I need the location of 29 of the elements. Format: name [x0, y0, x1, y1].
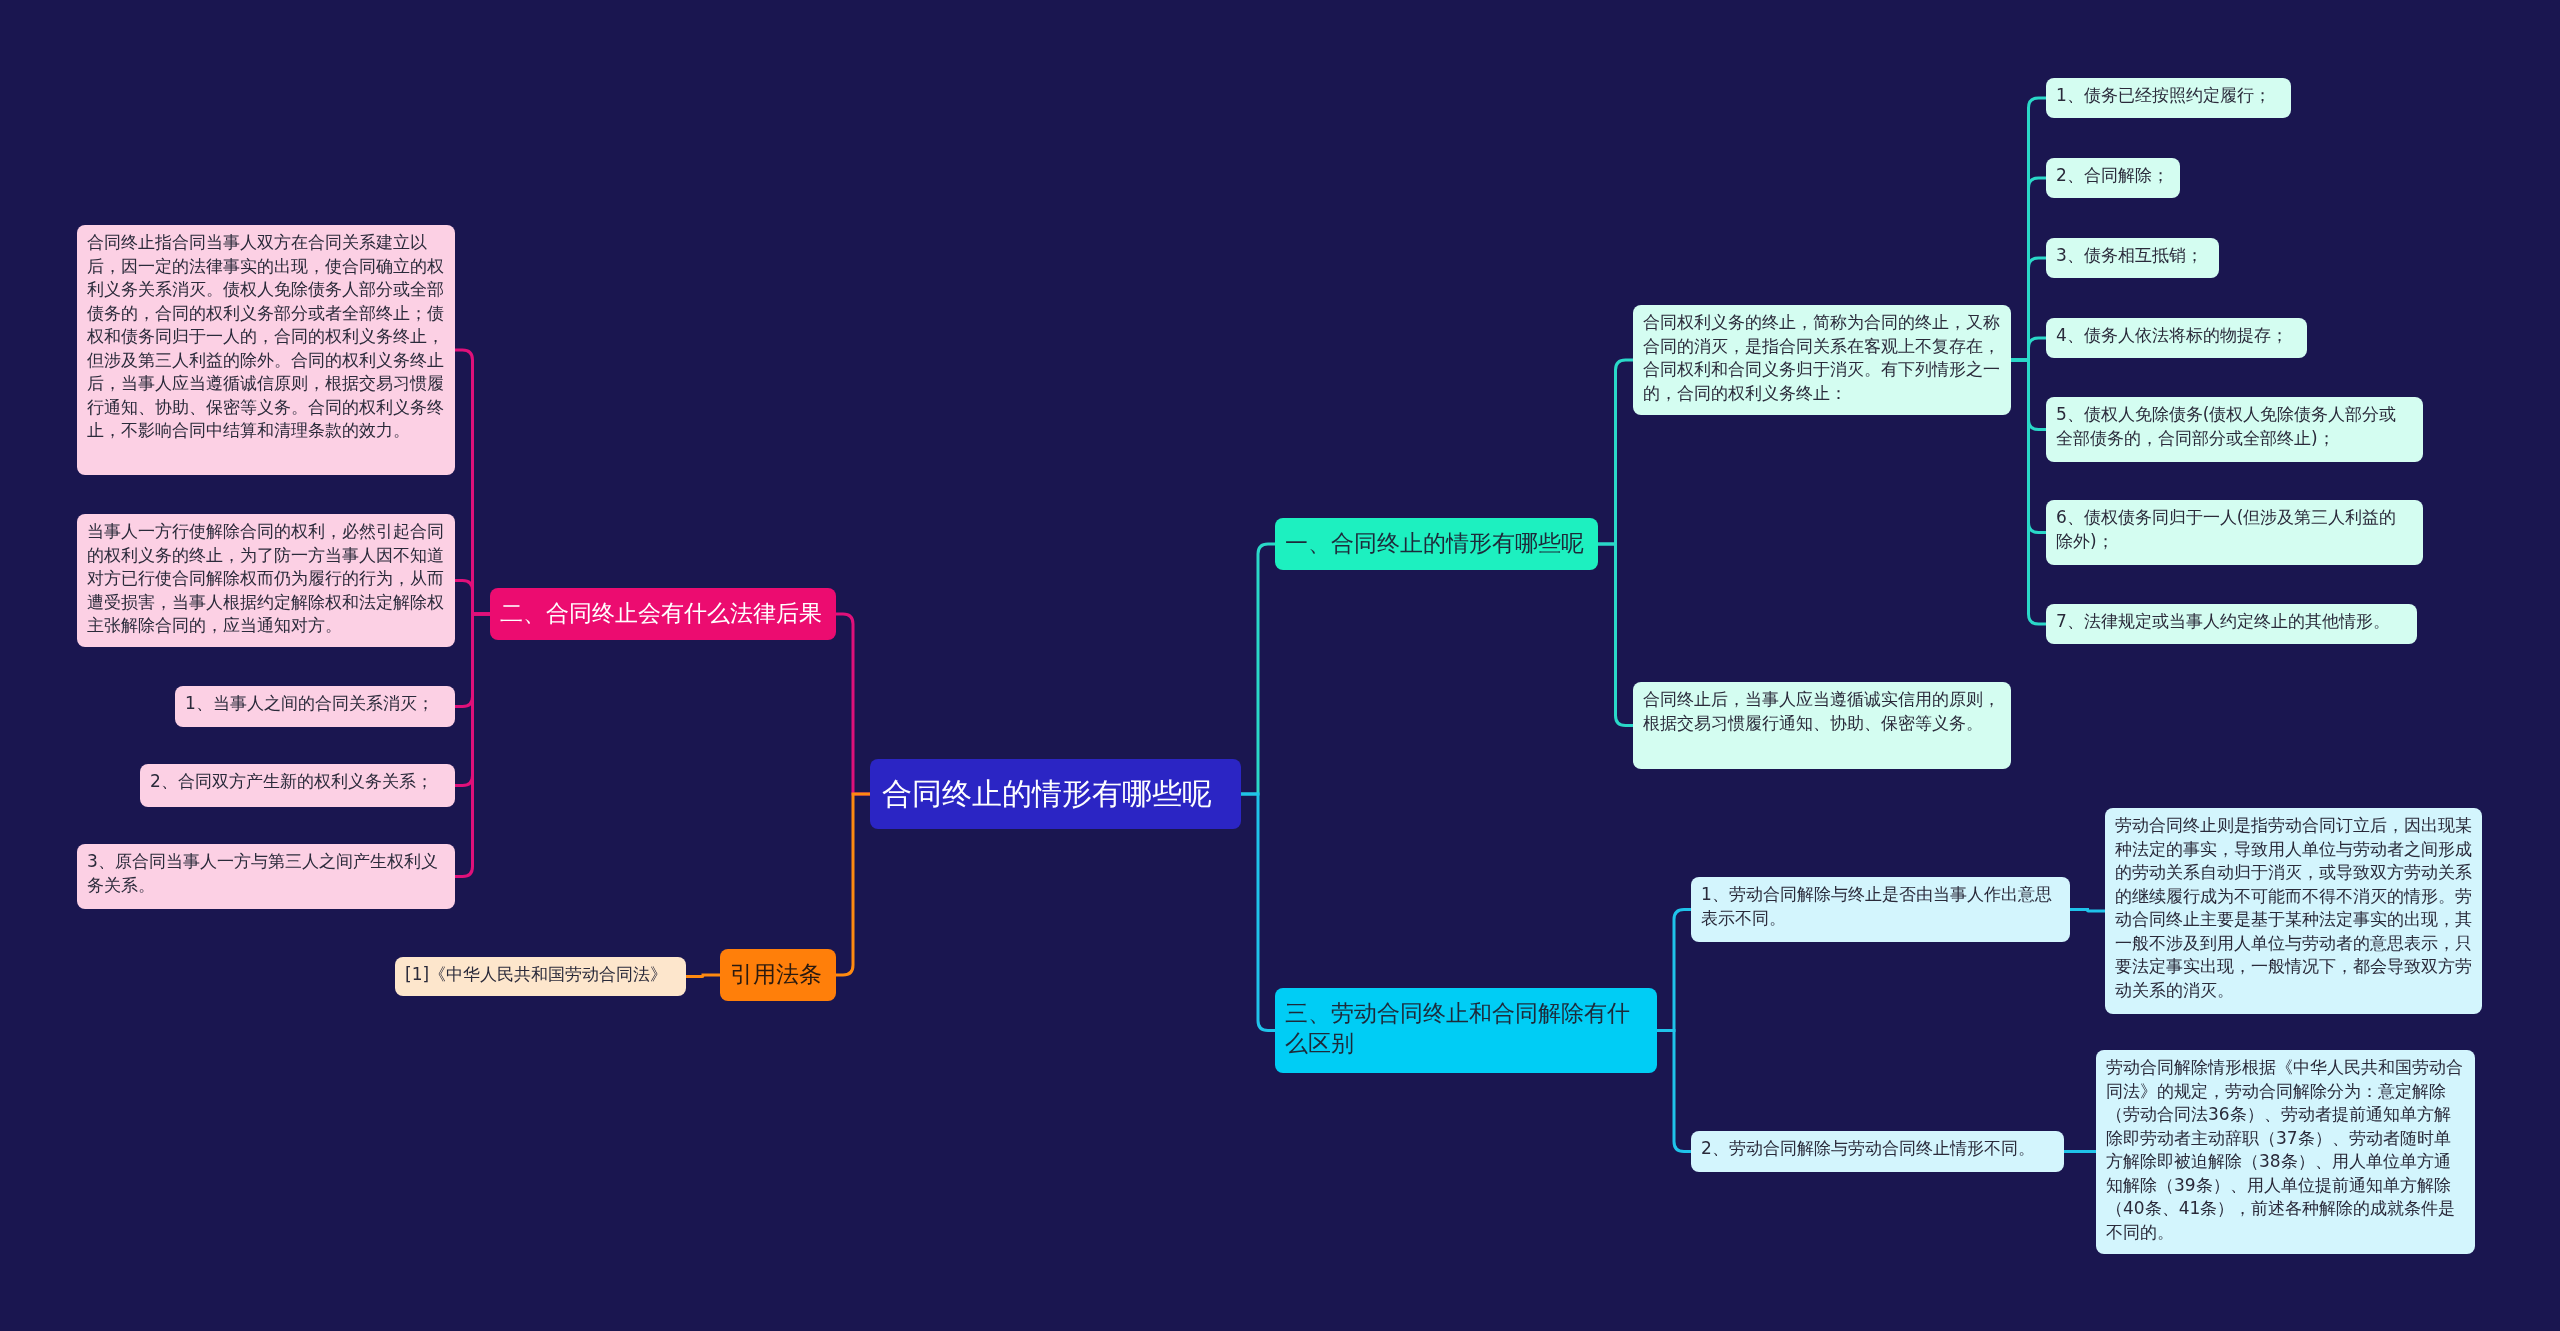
subtopic-box: 2、合同解除；	[2046, 158, 2180, 198]
subtopic-box: 3、原合同当事人一方与第三人之间产生权利义务关系。	[77, 844, 455, 909]
connector-line	[1598, 542, 1633, 727]
subtopic-box: 合同终止指合同当事人双方在合同关系建立以后，因一定的法律事实的出现，使合同确立的权利义务关系消灭。债权人免除债务人部分或全部债务的，合同的权利义务部分或者全部终止；债权和债务同归于一人的，合同的权利义务终止，但涉及第三人利益的除外。合同的权利义务终止后，当事人应当遵循诚信原则，根据交易习惯履行通知、协助、保密等义务。合同的权利义务终止，不影响合同中结算和清理条款的效力。	[77, 225, 455, 475]
subtopic-box: 劳动合同终止则是指劳动合同订立后，因出现某种法定的事实，导致用人单位与劳动者之间形成的劳动关系自动归于消灭，或导致双方劳动关系的继续履行成为不可能而不得不消灭的情形。劳动合同终止主要是基于某种法定事实的出现，其一般不涉及到用人单位与劳动者的意思表示，只要法定事实出现，一般情况下，都会导致双方劳动关系的消灭。	[2105, 808, 2482, 1014]
subtopic-box: 7、法律规定或当事人约定终止的其他情形。	[2046, 604, 2417, 644]
subtopic-box: 6、债权债务同归于一人(但涉及第三人利益的除外)；	[2046, 500, 2423, 565]
subtopic-box: 1、当事人之间的合同关系消灭；	[175, 686, 455, 727]
subtopic-box: 合同终止后，当事人应当遵循诚实信用的原则，根据交易习惯履行通知、协助、保密等义务。	[1633, 682, 2011, 769]
root-topic-box: 合同终止的情形有哪些呢	[870, 759, 1241, 829]
connector-line	[686, 973, 720, 978]
topic-box: 二、合同终止会有什么法律后果	[490, 588, 836, 640]
subtopic-box: 4、债务人依法将标的物提存；	[2046, 318, 2307, 358]
connector-line	[2070, 908, 2105, 913]
subtopic-box: 5、债权人免除债务(债权人免除债务人部分或全部债务的，合同部分或全部终止)；	[2046, 397, 2423, 462]
subtopic-box: 1、劳动合同解除与终止是否由当事人作出意思表示不同。	[1691, 877, 2070, 942]
topic-box: 引用法条	[720, 949, 836, 1001]
subtopic-box: 当事人一方行使解除合同的权利，必然引起合同的权利义务的终止，为了防一方当事人因不知道对方已行使合同解除权而仍为履行的行为，从而遭受损害，当事人根据约定解除权和法定解除权主张解除合同的，应当通知对方。	[77, 514, 455, 647]
connector-line	[455, 612, 490, 878]
topic-box: 一、合同终止的情形有哪些呢	[1275, 518, 1598, 570]
subtopic-box: 2、劳动合同解除与劳动合同终止情形不同。	[1691, 1131, 2064, 1172]
topic-box: 三、劳动合同终止和合同解除有什么区别	[1275, 988, 1657, 1073]
connector-line	[2064, 1150, 2096, 1153]
subtopic-box: 3、债务相互抵销；	[2046, 238, 2219, 278]
subtopic-box: 1、债务已经按照约定履行；	[2046, 78, 2291, 118]
subtopic-box: 2、合同双方产生新的权利义务关系；	[140, 764, 455, 807]
subtopic-box: 劳动合同解除情形根据《中华人民共和国劳动合同法》的规定，劳动合同解除分为：意定解除（劳动合同法36条）、劳动者提前通知单方解除即劳动者主动辞职（37条）、劳动者随时单方解除即被迫解除（38条）、用人单位单方通知解除（39条）、用人单位提前通知单方解除（40条、41条），前述各种解除的成就条件是不同的。	[2096, 1050, 2475, 1254]
subtopic-box: 合同权利义务的终止，简称为合同的终止，又称合同的消灭，是指合同关系在客观上不复存在，合同权利和合同义务归于消灭。有下列情形之一的，合同的权利义务终止：	[1633, 305, 2011, 415]
reference-box: [1]《中华人民共和国劳动合同法》	[395, 957, 686, 996]
